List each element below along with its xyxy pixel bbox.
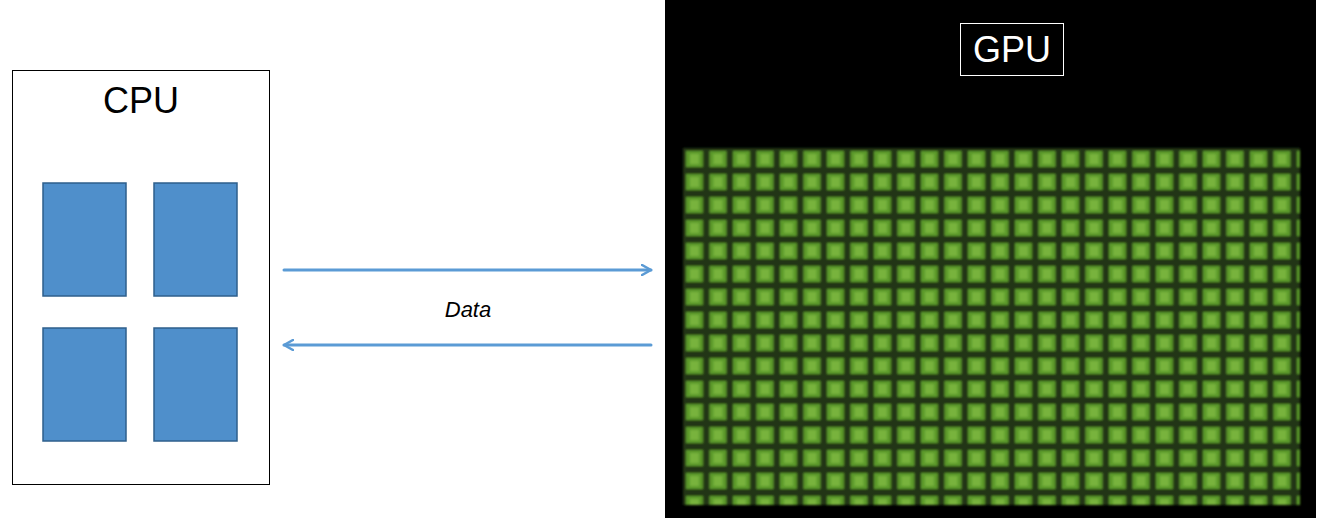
- core-rect: [154, 183, 237, 296]
- flow-label: Data: [445, 297, 491, 323]
- cpu-box: CPU: [12, 70, 270, 485]
- core-rect: [154, 328, 237, 441]
- gpu-title: GPU: [960, 23, 1064, 76]
- core-grid: [683, 148, 1300, 505]
- cpu-title: CPU: [103, 79, 179, 122]
- core-rect: [43, 183, 126, 296]
- core-rect: [43, 328, 126, 441]
- data-arrow: [284, 269, 651, 272]
- gpu-core-grid: [665, 0, 1316, 518]
- cpu-cores: [13, 71, 271, 486]
- gpu-panel: GPU: [665, 0, 1316, 518]
- data-arrow: [284, 344, 651, 347]
